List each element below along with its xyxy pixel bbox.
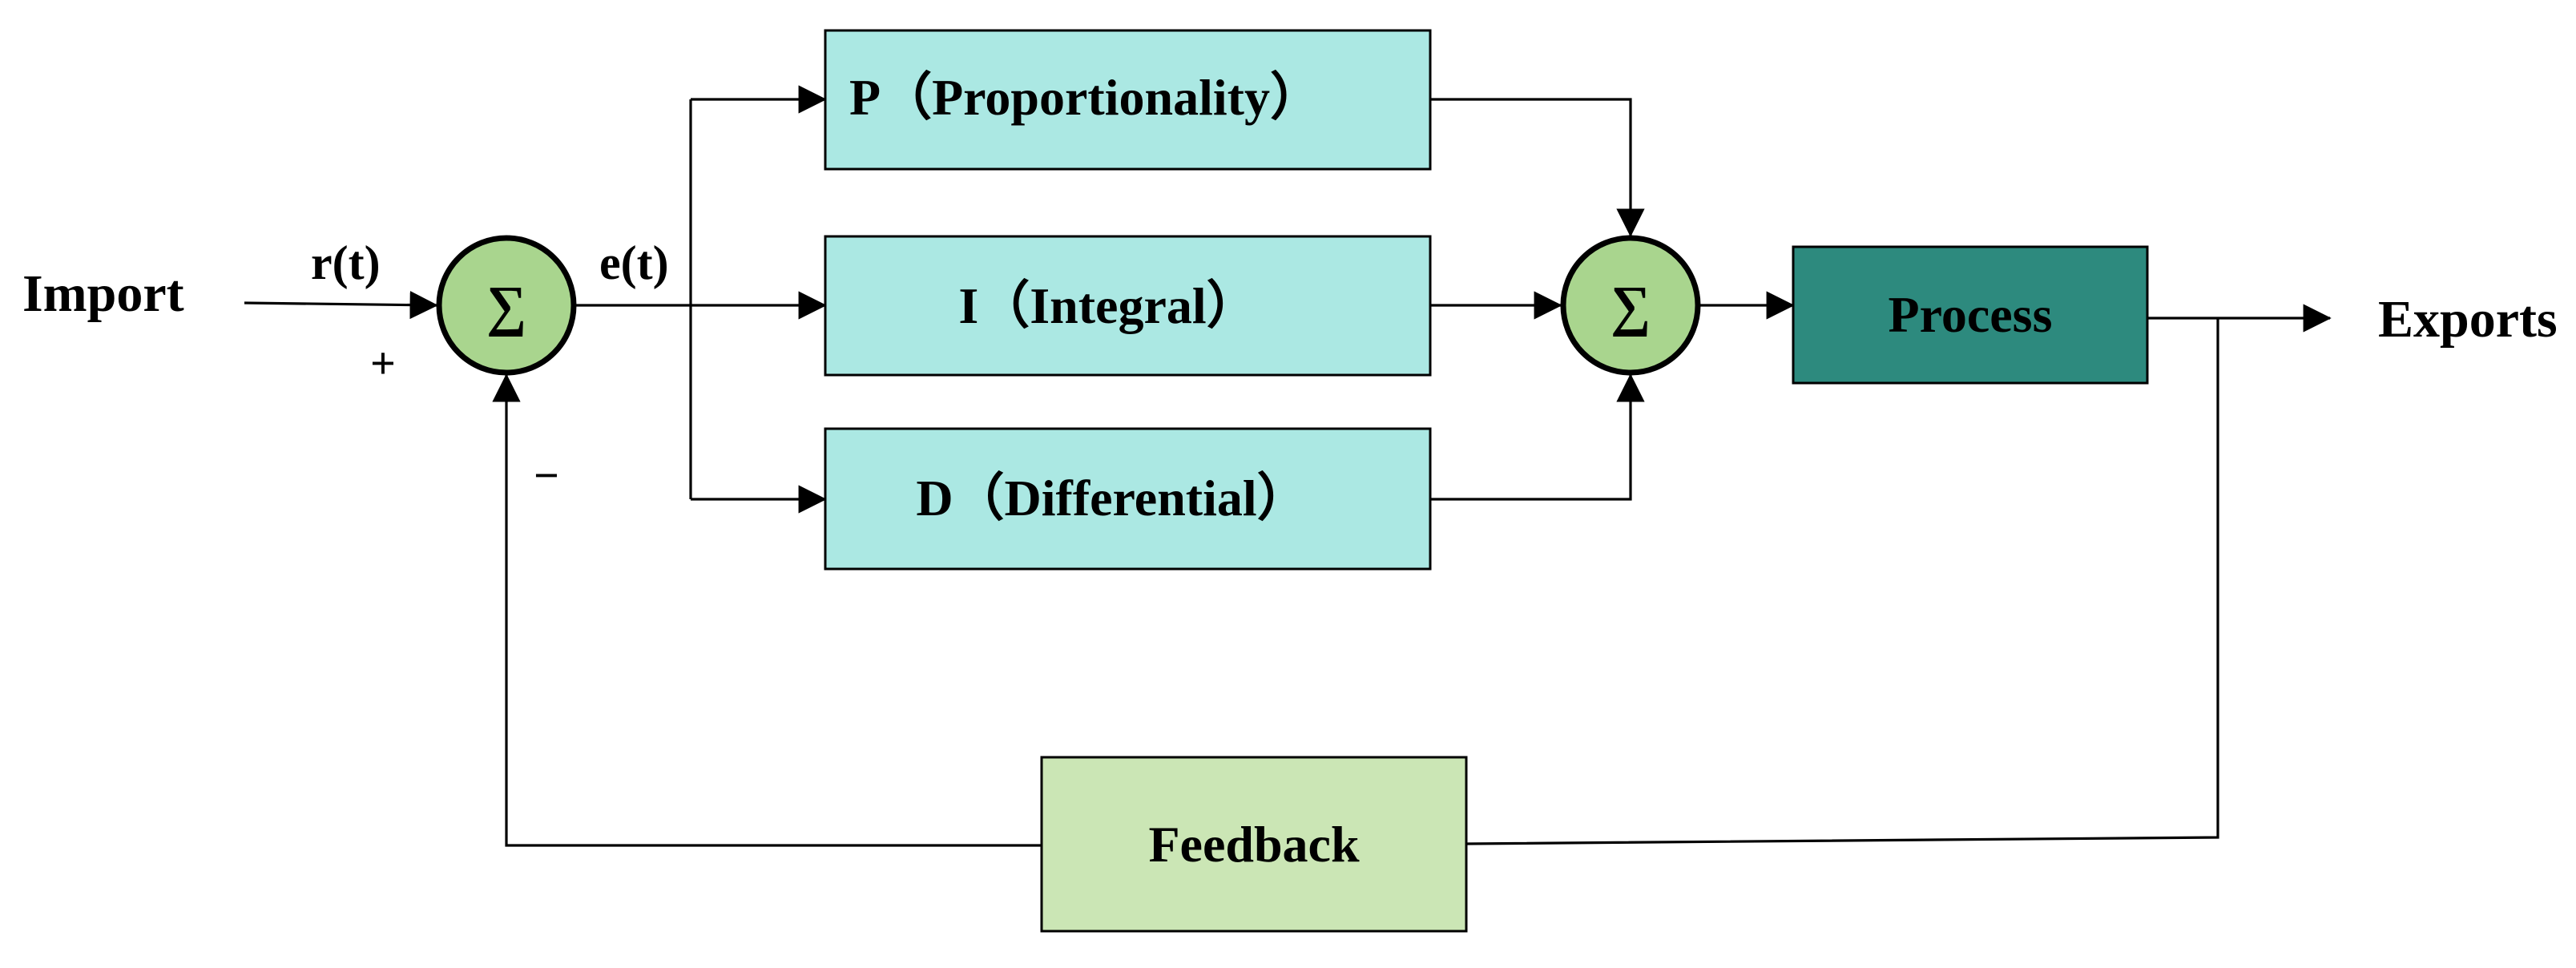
feedback-label: Feedback (1148, 816, 1360, 873)
process-block (1792, 245, 2149, 385)
minus-sign: − (534, 451, 559, 501)
input-arrow (244, 290, 438, 320)
integral-label: I（Integral） (958, 277, 1257, 334)
feedback-return-arrow (492, 373, 1042, 847)
sigma-icon: ∑ (486, 276, 526, 337)
sigma-icon: ∑ (1611, 276, 1651, 337)
summing-junction-2: ∑ (1560, 235, 1701, 376)
feedback-block (1040, 756, 1468, 933)
output-label: Exports (2378, 290, 2558, 349)
integral-block (824, 235, 1432, 377)
d-output-arrow (1430, 373, 1645, 501)
summing-circle-1 (436, 235, 577, 376)
plus-sign: + (370, 339, 396, 389)
proportional-label: P（Proportionality） (849, 69, 1321, 126)
input-label: Import (22, 264, 184, 323)
proportional-block (824, 29, 1432, 171)
summing-junction-1: ∑ (436, 235, 577, 376)
feedback-tap-wire (1465, 318, 2219, 845)
summing-circle-2 (1560, 235, 1701, 376)
signal-wires (244, 85, 2332, 847)
p-output-arrow (1430, 98, 1645, 237)
error-signal-label: e(t) (599, 236, 669, 289)
differential-block (824, 427, 1432, 571)
differential-label: D（Differential） (916, 470, 1308, 526)
process-label: Process (1889, 286, 2053, 343)
reference-signal-label: r(t) (311, 236, 381, 289)
